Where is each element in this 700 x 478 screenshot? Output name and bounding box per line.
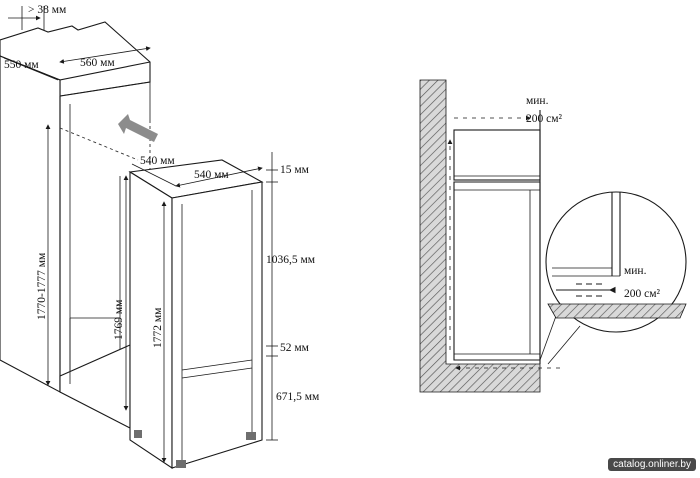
dim-gap-min: > 38 мм [28, 4, 67, 16]
insertion-arrow [118, 114, 158, 142]
dim-lower-section: 671,5 мм [276, 391, 320, 403]
dim-appliance-height: 1772 мм [152, 307, 164, 348]
zoom-callout [539, 191, 687, 365]
dimension-lines [3, 6, 278, 463]
top-vent-label: мин. [526, 95, 549, 107]
dim-width-niche: 560 мм [80, 57, 115, 69]
refrigerator-body [128, 159, 264, 470]
cabinet-side-view [453, 110, 541, 364]
dim-depth-niche: 550 мм [4, 59, 39, 71]
zoom-vent-label: мин. [624, 265, 647, 277]
dim-niche-height: 1770-1777 мм [36, 252, 48, 320]
dim-top-gap: 15 мм [280, 164, 310, 176]
dim-upper-section: 1036,5 мм [266, 254, 316, 266]
niche-cabinet [0, 21, 151, 429]
dim-appliance-width: 540 мм [194, 169, 229, 181]
top-vent-value: 200 см² [526, 113, 563, 125]
zoom-vent-value: 200 см² [624, 288, 661, 300]
watermark-badge: catalog.onliner.by [608, 458, 696, 471]
dim-middle-gap: 52 мм [280, 342, 310, 354]
airflow-arrows [447, 115, 560, 371]
dim-appliance-depth: 540 мм [140, 155, 175, 167]
dim-inner-height: 1769 мм [113, 299, 125, 340]
